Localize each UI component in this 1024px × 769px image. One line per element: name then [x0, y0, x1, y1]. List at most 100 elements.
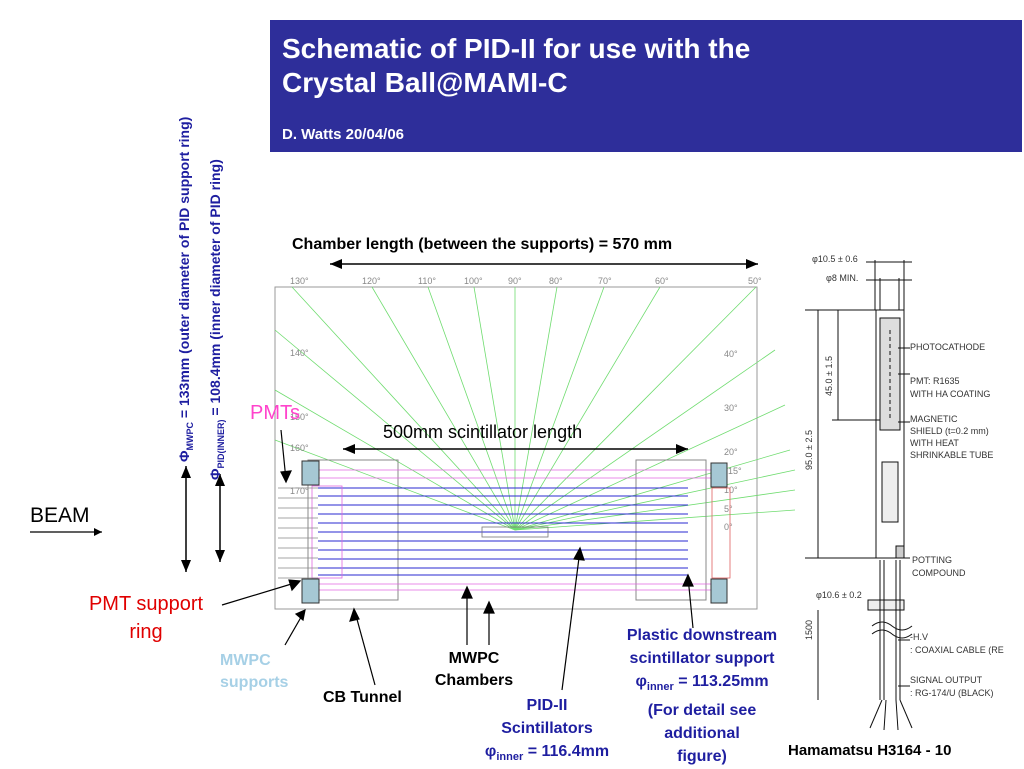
mwpc-diameter-label: ΦMWPC = 133mm (outer diameter of PID sup… — [176, 117, 195, 462]
pmt-ring-block-bottom — [301, 578, 320, 604]
angle-label: 15° — [728, 466, 742, 476]
phi-symbol: Φ — [176, 450, 192, 463]
pid-scint-pointer — [561, 549, 581, 691]
pmt-label: WITH HA COATING — [910, 389, 990, 399]
pmt-label: : COAXIAL CABLE (RE — [910, 645, 1004, 655]
beam-label: BEAM — [30, 504, 90, 527]
angle-label: 130° — [290, 276, 309, 286]
phi-symbol: Φ — [207, 468, 223, 481]
mwpc-chambers-line-2: Chambers — [434, 672, 514, 689]
inner-subscript: inner — [646, 681, 674, 694]
target-cell — [481, 526, 549, 538]
mwpc-chambers-line-1: MWPC — [448, 650, 500, 667]
inner-subscript: inner — [496, 751, 524, 764]
title-box: Schematic of PID-II for use with the Cry… — [270, 20, 1022, 152]
angle-label: 5° — [724, 504, 733, 514]
angle-label: 0° — [724, 522, 733, 532]
mwpc-chambers-label: MWPC Chambers — [428, 648, 520, 692]
pmt-label: -H.V — [910, 632, 928, 642]
author-date: D. Watts 20/04/06 — [282, 126, 404, 143]
angle-label: 30° — [724, 403, 738, 413]
pmt-ring-line-1: PMT support — [88, 593, 204, 615]
mwpc-supports-line-2: supports — [220, 674, 289, 691]
pid-scint-label: PID-II Scintillators φinner = 116.4mm — [462, 694, 632, 769]
pmt-support-ring-label: PMT support ring — [66, 590, 226, 646]
cb-tunnel-right — [635, 459, 707, 601]
plastic-support-bottom — [710, 578, 728, 604]
angle-label: 10° — [724, 485, 738, 495]
title-line-2: Crystal Ball@MAMI-C — [282, 67, 568, 98]
pmt-label: : RG-174/U (BLACK) — [910, 688, 994, 698]
pmt-label: SHIELD (t=0.2 mm) — [910, 426, 989, 436]
dim-label: 1500 — [804, 620, 814, 640]
pmt-label: COMPOUND — [912, 568, 966, 578]
chamber-length-label: Chamber length (between the supports) = … — [292, 236, 673, 253]
mwpc-lines — [310, 469, 731, 591]
pid-diameter-text: = 108.4mm (inner diameter of PID ring) — [207, 159, 223, 420]
pmt-label: WITH HEAT — [910, 438, 959, 448]
plastic-support-top — [710, 462, 728, 488]
pid-inner-value: = 116.4mm — [523, 743, 610, 760]
plastic-inner-value: = 113.25mm — [673, 673, 769, 690]
pid-subscript: PID(INNER) — [215, 419, 226, 469]
cb-tunnel-label: CB Tunnel — [323, 689, 402, 706]
dim-label: 95.0 ± 2.5 — [804, 430, 814, 470]
scintillator-strips — [318, 487, 688, 576]
pmts-label: PMTs — [250, 402, 300, 424]
drawing-frame — [274, 286, 758, 610]
angle-label: 160° — [290, 443, 309, 453]
pmt-ring-line-2: ring — [129, 621, 163, 643]
phi-symbol: φ — [635, 673, 647, 690]
pid-scint-line-3: φinner = 116.4mm — [462, 740, 632, 769]
cb-tunnel-left — [307, 459, 399, 601]
angle-label: 20° — [724, 447, 738, 457]
pmt-label: PHOTOCATHODE — [910, 342, 985, 352]
angle-label: 40° — [724, 349, 738, 359]
mwpc-diameter-text: = 133mm (outer diameter of PID support r… — [176, 116, 192, 422]
plastic-line-5: additional — [664, 725, 740, 743]
angle-label: 60° — [655, 276, 669, 286]
pmt-ring-block-top — [301, 460, 320, 486]
plastic-line-1: Plastic downstream — [626, 627, 778, 644]
scint-length-label: 500mm scintillator length — [383, 422, 583, 442]
hamamatsu-caption: Hamamatsu H3164 - 10 — [788, 742, 952, 759]
angle-label: 70° — [598, 276, 612, 286]
hamamatsu-pmt-drawing — [805, 260, 913, 731]
angle-label: 80° — [549, 276, 563, 286]
pmt-label: PMT: R1635 — [910, 376, 960, 386]
dim-label: 45.0 ± 1.5 — [824, 356, 834, 396]
title-line-1: Schematic of PID-II for use with the — [282, 33, 751, 64]
mwpc-supports-line-1: MWPC — [220, 652, 271, 669]
pmt-label: MAGNETIC — [910, 414, 958, 424]
pid-scint-line-2: Scintillators — [501, 720, 593, 737]
pmt-ring-pointer — [221, 581, 299, 606]
hamamatsu-dims: φ10.5 ± 0.6 φ8 MIN. 45.0 ± 1.5 95.0 ± 2.… — [804, 254, 862, 640]
mwpc-subscript: MWPC — [184, 422, 195, 451]
angle-label: 150° — [290, 412, 309, 422]
plastic-support-label: Plastic downstream scintillator support … — [606, 624, 798, 768]
angle-label: 100° — [464, 276, 483, 286]
dim-label: φ10.6 ± 0.2 — [816, 590, 862, 600]
dim-label: φ10.5 ± 0.6 — [812, 254, 858, 264]
angle-label: 90° — [508, 276, 522, 286]
angle-label: 170° — [290, 486, 309, 496]
angle-label: 110° — [418, 276, 436, 286]
plastic-line-3: φinner = 113.25mm — [606, 670, 798, 699]
pmt-label: SIGNAL OUTPUT — [910, 675, 983, 685]
cb-tunnel-pointer — [354, 611, 376, 686]
hamamatsu-labels: PHOTOCATHODE PMT: R1635 WITH HA COATING … — [910, 342, 1004, 698]
mwpc-supports-label: MWPC supports — [220, 650, 288, 694]
pid-diameter-label: ΦPID(INNER) = 108.4mm (inner diameter of… — [207, 159, 226, 480]
angle-label: 120° — [362, 276, 381, 286]
pmt-label: SHRINKABLE TUBE — [910, 450, 993, 460]
pid-scint-line-1: PID-II — [526, 697, 568, 714]
phi-symbol: φ — [484, 743, 497, 760]
light-guides — [278, 487, 318, 579]
angle-label: 140° — [290, 348, 309, 358]
plastic-line-4: (For detail see — [647, 702, 757, 720]
angle-rays — [274, 286, 796, 531]
dim-label: φ8 MIN. — [826, 273, 858, 283]
pmt-label: POTTING — [912, 555, 952, 565]
plastic-line-6: figure) — [677, 748, 727, 766]
